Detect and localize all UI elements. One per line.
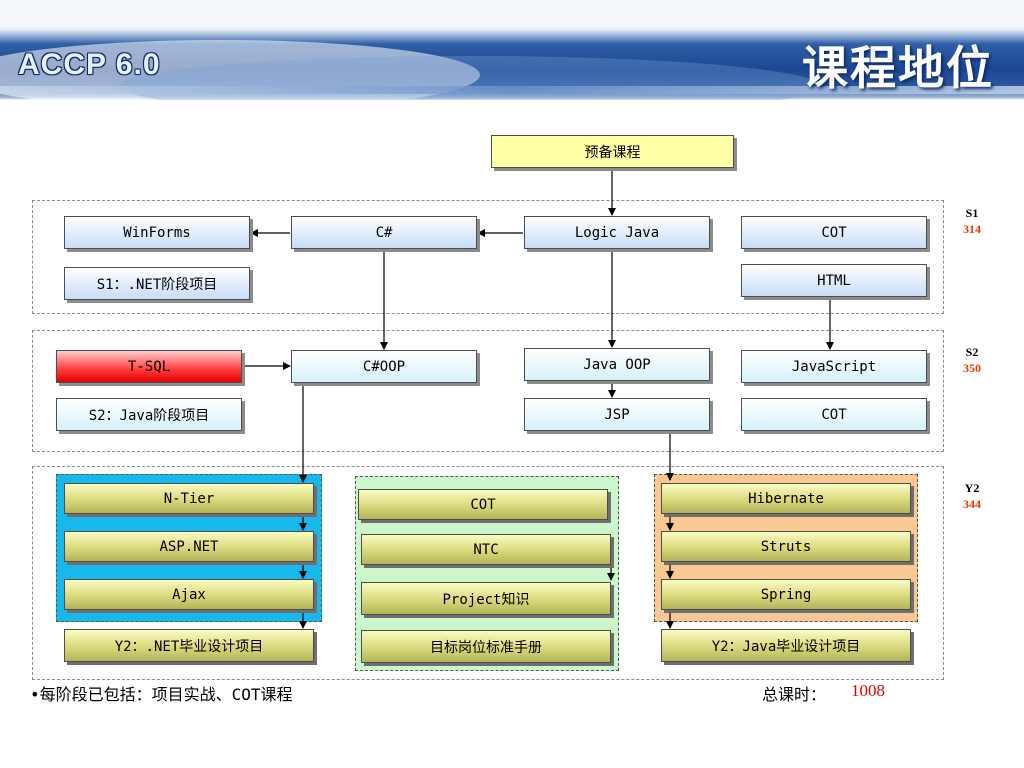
stage-label-s2: S2 350 [957,344,987,376]
stage-zone-y2 [32,466,944,680]
stage-zone-s2 [32,330,944,452]
total-hours-label: 总课时： [762,685,827,704]
ntier-node: N-Tier [64,483,314,514]
manual-node: 目标岗位标准手册 [361,630,611,663]
s2-project-node: S2：Java阶段项目 [56,398,242,431]
stage-label-s1: S1 314 [957,205,987,237]
s1-project-node: S1：.NET阶段项目 [64,267,250,300]
logic-java-node: Logic Java [524,216,710,249]
hibernate-node: Hibernate [661,483,911,514]
stage-label-y2: Y2 344 [957,480,987,512]
stage-name: Y2 [964,481,980,495]
y2-net-project-node: Y2：.NET毕业设计项目 [64,629,314,662]
tsql-node: T-SQL [56,350,242,383]
y2-java-project-node: Y2：Java毕业设计项目 [661,629,911,662]
csharp-oop-node: C#OOP [291,350,477,383]
html-node: HTML [741,264,927,297]
total-hours-value: 1008 [851,681,885,700]
stage-zone-s1 [32,200,944,314]
stage-hours: 350 [963,361,981,375]
ajax-node: Ajax [64,579,314,610]
stage-name: S2 [965,345,979,359]
spring-node: Spring [661,579,911,610]
title-banner: ACCP 6.0 课程地位 [0,0,1024,100]
footer-note: •每阶段已包括：项目实战、COT课程 [30,685,293,704]
page-title: 课程地位 [802,41,994,95]
cot-s2-node: COT [741,398,927,431]
stage-hours: 314 [963,222,981,236]
banner-stripe [0,86,1024,94]
project-knowledge-node: Project知识 [361,582,611,615]
brand-logo: ACCP 6.0 [18,48,161,81]
prep-course-node: 预备课程 [491,135,734,168]
stage-hours: 344 [963,497,981,511]
stage-name: S1 [965,206,979,220]
cot-s1-node: COT [741,216,927,249]
jsp-node: JSP [524,398,710,431]
struts-node: Struts [661,531,911,562]
winforms-node: WinForms [64,216,250,249]
aspnet-node: ASP.NET [64,531,314,562]
javascript-node: JavaScript [741,350,927,383]
csharp-node: C# [291,216,477,249]
cot-y2-node: COT [358,489,608,520]
ntc-node: NTC [361,534,611,565]
java-oop-node: Java OOP [524,348,710,381]
